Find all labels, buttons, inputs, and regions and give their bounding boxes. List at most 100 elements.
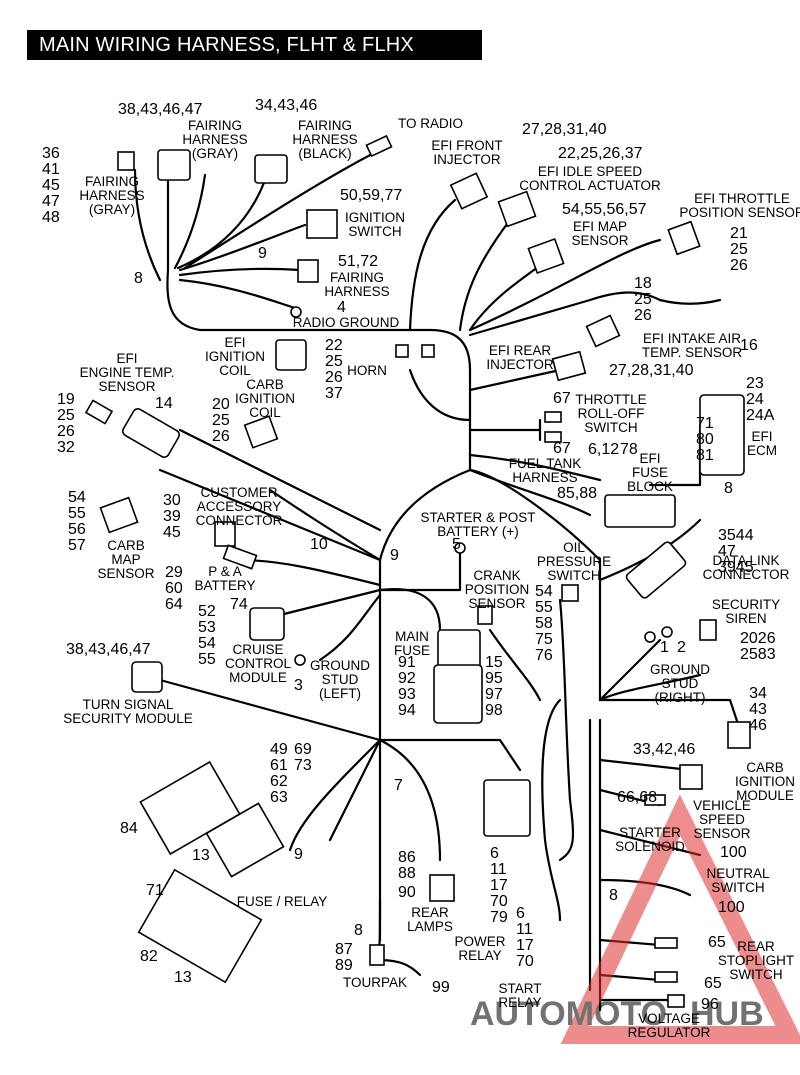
callout-line: 4 xyxy=(337,299,346,316)
callout-line: 30 xyxy=(163,492,181,509)
watermark: AUTOMOTO HUB xyxy=(470,794,800,1044)
efi-idle-actuator-connector xyxy=(497,190,537,228)
callout-line: NEUTRAL xyxy=(706,866,770,881)
callout-line: 54 xyxy=(68,489,86,506)
callout-line: INJECTOR xyxy=(486,357,554,372)
callout-line: THROTTLE xyxy=(575,392,646,407)
callout-line: 69 xyxy=(294,741,312,758)
throttle-rolloff-1 xyxy=(544,411,562,423)
callout-line: 27,28,31,40 xyxy=(522,121,607,138)
callout-line: 96 xyxy=(701,996,719,1013)
callout-line: FAIRING xyxy=(188,118,242,133)
callout-line: 92 xyxy=(398,670,416,687)
callout-label: TO RADIO xyxy=(398,116,463,131)
rear-stoplight-connector-2 xyxy=(654,971,678,983)
callout-line: 62 xyxy=(270,773,288,790)
callout-line: 16 xyxy=(740,337,758,354)
callout-line: 24A xyxy=(746,407,775,424)
callout-label: 65 xyxy=(708,934,726,951)
harness-trunk-main xyxy=(378,468,472,942)
fairing-gray-connector xyxy=(157,149,191,181)
callout-line: SOLENOID xyxy=(615,839,685,854)
rear-stoplight-connector-1 xyxy=(654,937,678,949)
callout-line: IGNITION xyxy=(345,210,405,225)
callout-line: (RIGHT) xyxy=(655,690,706,705)
callout-line: VOLTAGE xyxy=(638,1011,700,1026)
callout-line: SWITCH xyxy=(729,967,782,982)
callout-line: 85,88 xyxy=(557,485,597,502)
callout-label: 71 xyxy=(146,882,164,899)
callout-line: SENSOR xyxy=(693,826,750,841)
callout-line: 29 xyxy=(165,564,183,581)
callout-line: 24 xyxy=(746,391,764,408)
callout-line: 84 xyxy=(120,820,138,837)
callout-line: 9 xyxy=(390,547,399,564)
callout-line: 70 xyxy=(516,953,534,970)
callout-line: 54 xyxy=(198,635,216,652)
fuse-relay-block-bottom xyxy=(137,868,263,984)
callout-line: 26 xyxy=(730,257,748,274)
callout-line: START xyxy=(498,981,541,996)
callout-line: 43 xyxy=(749,701,767,718)
callout-line: IGNITION xyxy=(735,774,795,789)
callout-line: TEMP. SENSOR xyxy=(642,345,743,360)
starter-post-ring xyxy=(454,542,466,554)
callout-label: 34,43,46 xyxy=(255,97,317,114)
callout-line: 32 xyxy=(57,439,75,456)
callout-line: 2583 xyxy=(740,646,776,663)
callout-line: 25 xyxy=(634,291,652,308)
callout-line: 34,43,46 xyxy=(255,97,317,114)
callout-line: 86 xyxy=(398,849,416,866)
radio-connector xyxy=(365,134,393,158)
callout-line: COIL xyxy=(219,363,251,378)
callout-label: 67 xyxy=(553,440,571,457)
callout-line: EFI REAR xyxy=(489,343,552,358)
callout-line: 11 xyxy=(490,861,507,878)
callout-line: 26 xyxy=(57,423,75,440)
callout-line: 47 xyxy=(718,543,736,560)
callout-line: 87 xyxy=(335,941,353,958)
callout-line: FUSE / RELAY xyxy=(237,894,328,909)
callout-label: 100 xyxy=(718,899,745,916)
callout-line: 26 xyxy=(634,307,652,324)
callout-line: 9 xyxy=(258,245,267,262)
callout-line: SENSOR xyxy=(571,233,628,248)
ground-stud-left-ring xyxy=(294,654,306,666)
callout-line: 8 xyxy=(609,887,618,904)
harness-left-branch xyxy=(133,168,170,282)
callout-line: EFI IDLE SPEED xyxy=(538,164,643,179)
callout-line: 7 xyxy=(394,777,403,794)
callout-line: DATA LINK xyxy=(712,553,779,568)
efi-fuse-block xyxy=(604,494,676,528)
callout-line: 34 xyxy=(749,685,767,702)
callout-line: CONNECTOR xyxy=(703,567,790,582)
callout-line: 38,43,46,47 xyxy=(66,641,151,658)
callout-line: 22,25,26,37 xyxy=(558,145,643,162)
callout-line: 90 xyxy=(398,884,416,901)
callout-line: 100 xyxy=(720,844,747,861)
callout-line: 21 xyxy=(730,225,748,242)
callout-label: 84 xyxy=(120,820,138,837)
callout-line: 10 xyxy=(310,536,328,553)
